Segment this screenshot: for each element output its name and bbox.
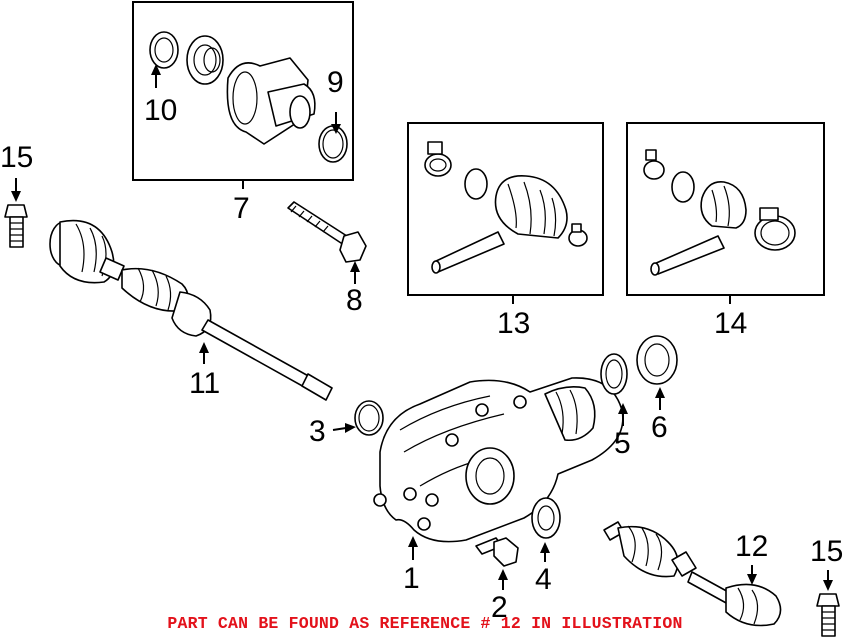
callout-6: 6 bbox=[651, 411, 668, 444]
callout-15-left: 15 bbox=[0, 141, 33, 174]
boot-clamp-large-14 bbox=[754, 207, 796, 251]
callout-5: 5 bbox=[614, 427, 631, 460]
callout-9: 9 bbox=[327, 66, 344, 99]
part-15-bolt-right bbox=[816, 570, 840, 637]
snap-ring-14 bbox=[671, 171, 695, 203]
part-6-seal bbox=[636, 335, 678, 410]
part-15-bolt-left bbox=[4, 178, 28, 248]
reference-note: PART CAN BE FOUND AS REFERENCE # 12 IN I… bbox=[167, 614, 683, 633]
callout-14: 14 bbox=[714, 307, 747, 340]
callout-2: 2 bbox=[491, 591, 508, 624]
boot-clamp-small-14 bbox=[643, 149, 665, 180]
callout-4: 4 bbox=[535, 563, 552, 596]
part-3-o-ring bbox=[332, 400, 384, 436]
grease-tube-14 bbox=[650, 235, 725, 276]
part-11-axle-shaft bbox=[49, 219, 333, 401]
group-box-14 bbox=[626, 122, 825, 304]
grease-tube bbox=[431, 231, 505, 274]
part-1-differential bbox=[373, 377, 624, 560]
callout-10: 10 bbox=[144, 94, 177, 127]
callout-3: 3 bbox=[309, 415, 326, 448]
callout-13: 13 bbox=[497, 307, 530, 340]
callout-1: 1 bbox=[403, 562, 420, 595]
part-2-bolt bbox=[475, 537, 519, 590]
output-housing bbox=[226, 57, 316, 145]
boot-clamp-large bbox=[424, 141, 452, 177]
part-4-seal bbox=[531, 497, 561, 562]
callout-11: 11 bbox=[189, 367, 220, 400]
callout-8: 8 bbox=[346, 284, 363, 317]
bearing bbox=[186, 35, 224, 85]
cv-boot bbox=[494, 175, 568, 239]
group-box-13 bbox=[407, 122, 604, 304]
part-9-o-ring bbox=[318, 125, 348, 163]
boot-clamp-small bbox=[568, 223, 588, 247]
callout-7: 7 bbox=[233, 192, 250, 225]
part-12-axle-shaft bbox=[603, 521, 782, 627]
cv-boot-14 bbox=[700, 181, 747, 229]
part-5-snap-ring bbox=[600, 353, 628, 426]
group-box-7 bbox=[132, 1, 354, 189]
callout-15-right: 15 bbox=[810, 535, 843, 568]
snap-ring bbox=[464, 168, 488, 200]
callout-12: 12 bbox=[735, 530, 768, 563]
part-10-seal bbox=[149, 31, 179, 69]
part-8-bolt bbox=[287, 201, 367, 284]
